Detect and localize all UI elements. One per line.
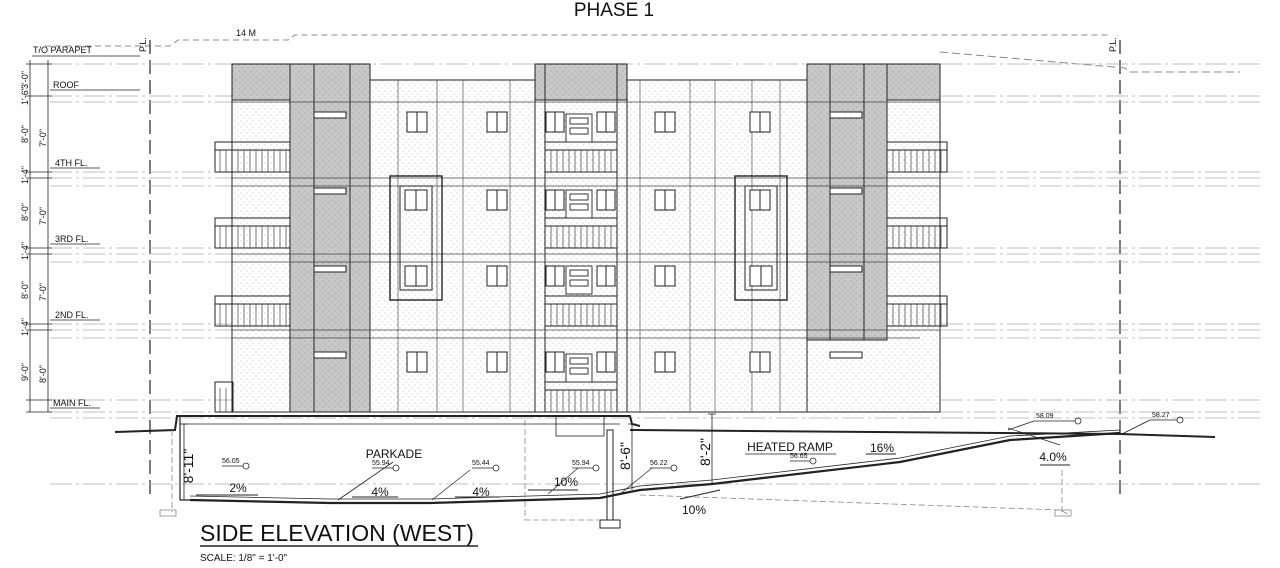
slope-5: 10%: [682, 503, 706, 517]
balcony-left-2: [214, 295, 291, 327]
dim-roof-to-parapet: 1'-6": [20, 87, 30, 105]
level-2nd-label: 2ND FL.: [55, 310, 89, 320]
center-doors: [565, 113, 593, 383]
parkade-label: PARKADE: [366, 447, 422, 461]
spot-elevation-7: 58.09: [1036, 413, 1054, 420]
dim-floor-4: 1'-4": [20, 166, 30, 184]
dim-floor-2: 1'-4": [20, 318, 30, 336]
balconies: [214, 141, 948, 413]
spot-elevations: [222, 416, 1184, 472]
parkade-height-2: 8'-6": [617, 442, 633, 470]
slope-2: 4%: [371, 485, 389, 499]
vertical-dimension-lines: [26, 60, 52, 413]
balcony-right-2: [886, 295, 948, 327]
ground-and-parkade: [114, 415, 1216, 529]
balcony-center-2: [544, 295, 618, 327]
feature-panel-windows: [404, 189, 773, 287]
slope-4: 10%: [554, 475, 578, 489]
balcony-left-3: [214, 217, 291, 249]
roof-profile-line: [939, 51, 1240, 73]
spot-elevation-4: 55.94: [572, 460, 590, 467]
parkade-height-3: 8'-2": [697, 438, 713, 466]
slope-1: 2%: [229, 481, 247, 495]
balcony-right-4: [886, 141, 948, 173]
dim-storey-3: 8'-0": [20, 203, 30, 221]
level-parapet-label: T/O PARAPET: [33, 45, 92, 55]
slope-6: 16%: [870, 441, 894, 455]
slope-7: 4.0%: [1039, 450, 1067, 464]
balcony-center-main: [544, 381, 618, 413]
heated-ramp-label: HEATED RAMP: [747, 440, 833, 454]
balcony-right-3: [886, 217, 948, 249]
slope-3: 4%: [472, 485, 490, 499]
level-main-label: MAIN FL.: [53, 398, 91, 408]
dim-storey-2: 8'-0": [20, 281, 30, 299]
drawing-scale: SCALE: 1/8" = 1'-0": [200, 553, 288, 564]
dim-clear-4: 7'-0": [38, 129, 48, 147]
slope-labels: [196, 427, 1070, 501]
spot-elevation-marker: [670, 464, 678, 472]
drawing-title: SIDE ELEVATION (WEST): [200, 520, 474, 546]
slot-windows: [313, 111, 863, 359]
spot-elevation-marker: [809, 457, 817, 465]
dim-clear-main: 8'-0": [38, 365, 48, 383]
window-row-4: [406, 111, 771, 133]
level-labels: T/O PARAPET ROOF 4TH FL. 3RD FL. 2ND FL.…: [32, 45, 140, 409]
dim-storey-main: 9'-0": [20, 363, 30, 381]
window-row-main: [406, 351, 771, 373]
balcony-left-4: [214, 141, 291, 173]
dim-storey-4: 8'-0": [20, 125, 30, 143]
top-dimension-label: 14 M: [236, 28, 256, 38]
dim-clear-2: 7'-0": [38, 283, 48, 301]
phase-title: PHASE 1: [574, 0, 654, 21]
property-line-left-label: P.L.: [138, 37, 148, 52]
level-roof-label: ROOF: [53, 80, 80, 90]
spot-elevation-marker: [392, 464, 400, 472]
spot-elevation-marker: [492, 464, 500, 472]
spot-elevation-8: 58.27: [1152, 412, 1170, 419]
property-line-right-label: P.L.: [1108, 37, 1118, 52]
spot-elevation-marker: [592, 464, 600, 472]
spot-elevation-1: 56.05: [222, 458, 240, 465]
spot-elevation-2: 55.94: [372, 460, 390, 467]
spot-elevation-5: 56.22: [650, 460, 668, 467]
spot-elevation-marker: [1074, 417, 1082, 425]
dim-parapet-height: 3'-0": [20, 71, 30, 89]
parkade-dimensions: [180, 413, 716, 501]
window-row-2: [406, 265, 771, 287]
spot-elevation-marker: [242, 462, 250, 470]
dim-floor-3: 1'-4": [20, 242, 30, 260]
level-4th-label: 4TH FL.: [55, 158, 88, 168]
vertical-dimension-texts: 3'-0" 1'-6" 8'-0" 7'-0" 1'-4" 8'-0" 7'-0…: [20, 71, 48, 383]
spot-elevation-6: 56.65: [790, 453, 808, 460]
top-dimension: [45, 34, 1110, 47]
balcony-left-main: [214, 381, 234, 413]
level-3rd-label: 3RD FL.: [55, 234, 89, 244]
windows: [313, 111, 863, 373]
dim-clear-3: 7'-0": [38, 207, 48, 225]
parkade-height-1: 8'-11": [180, 449, 196, 484]
spot-elevation-3: 55.44: [472, 460, 490, 467]
